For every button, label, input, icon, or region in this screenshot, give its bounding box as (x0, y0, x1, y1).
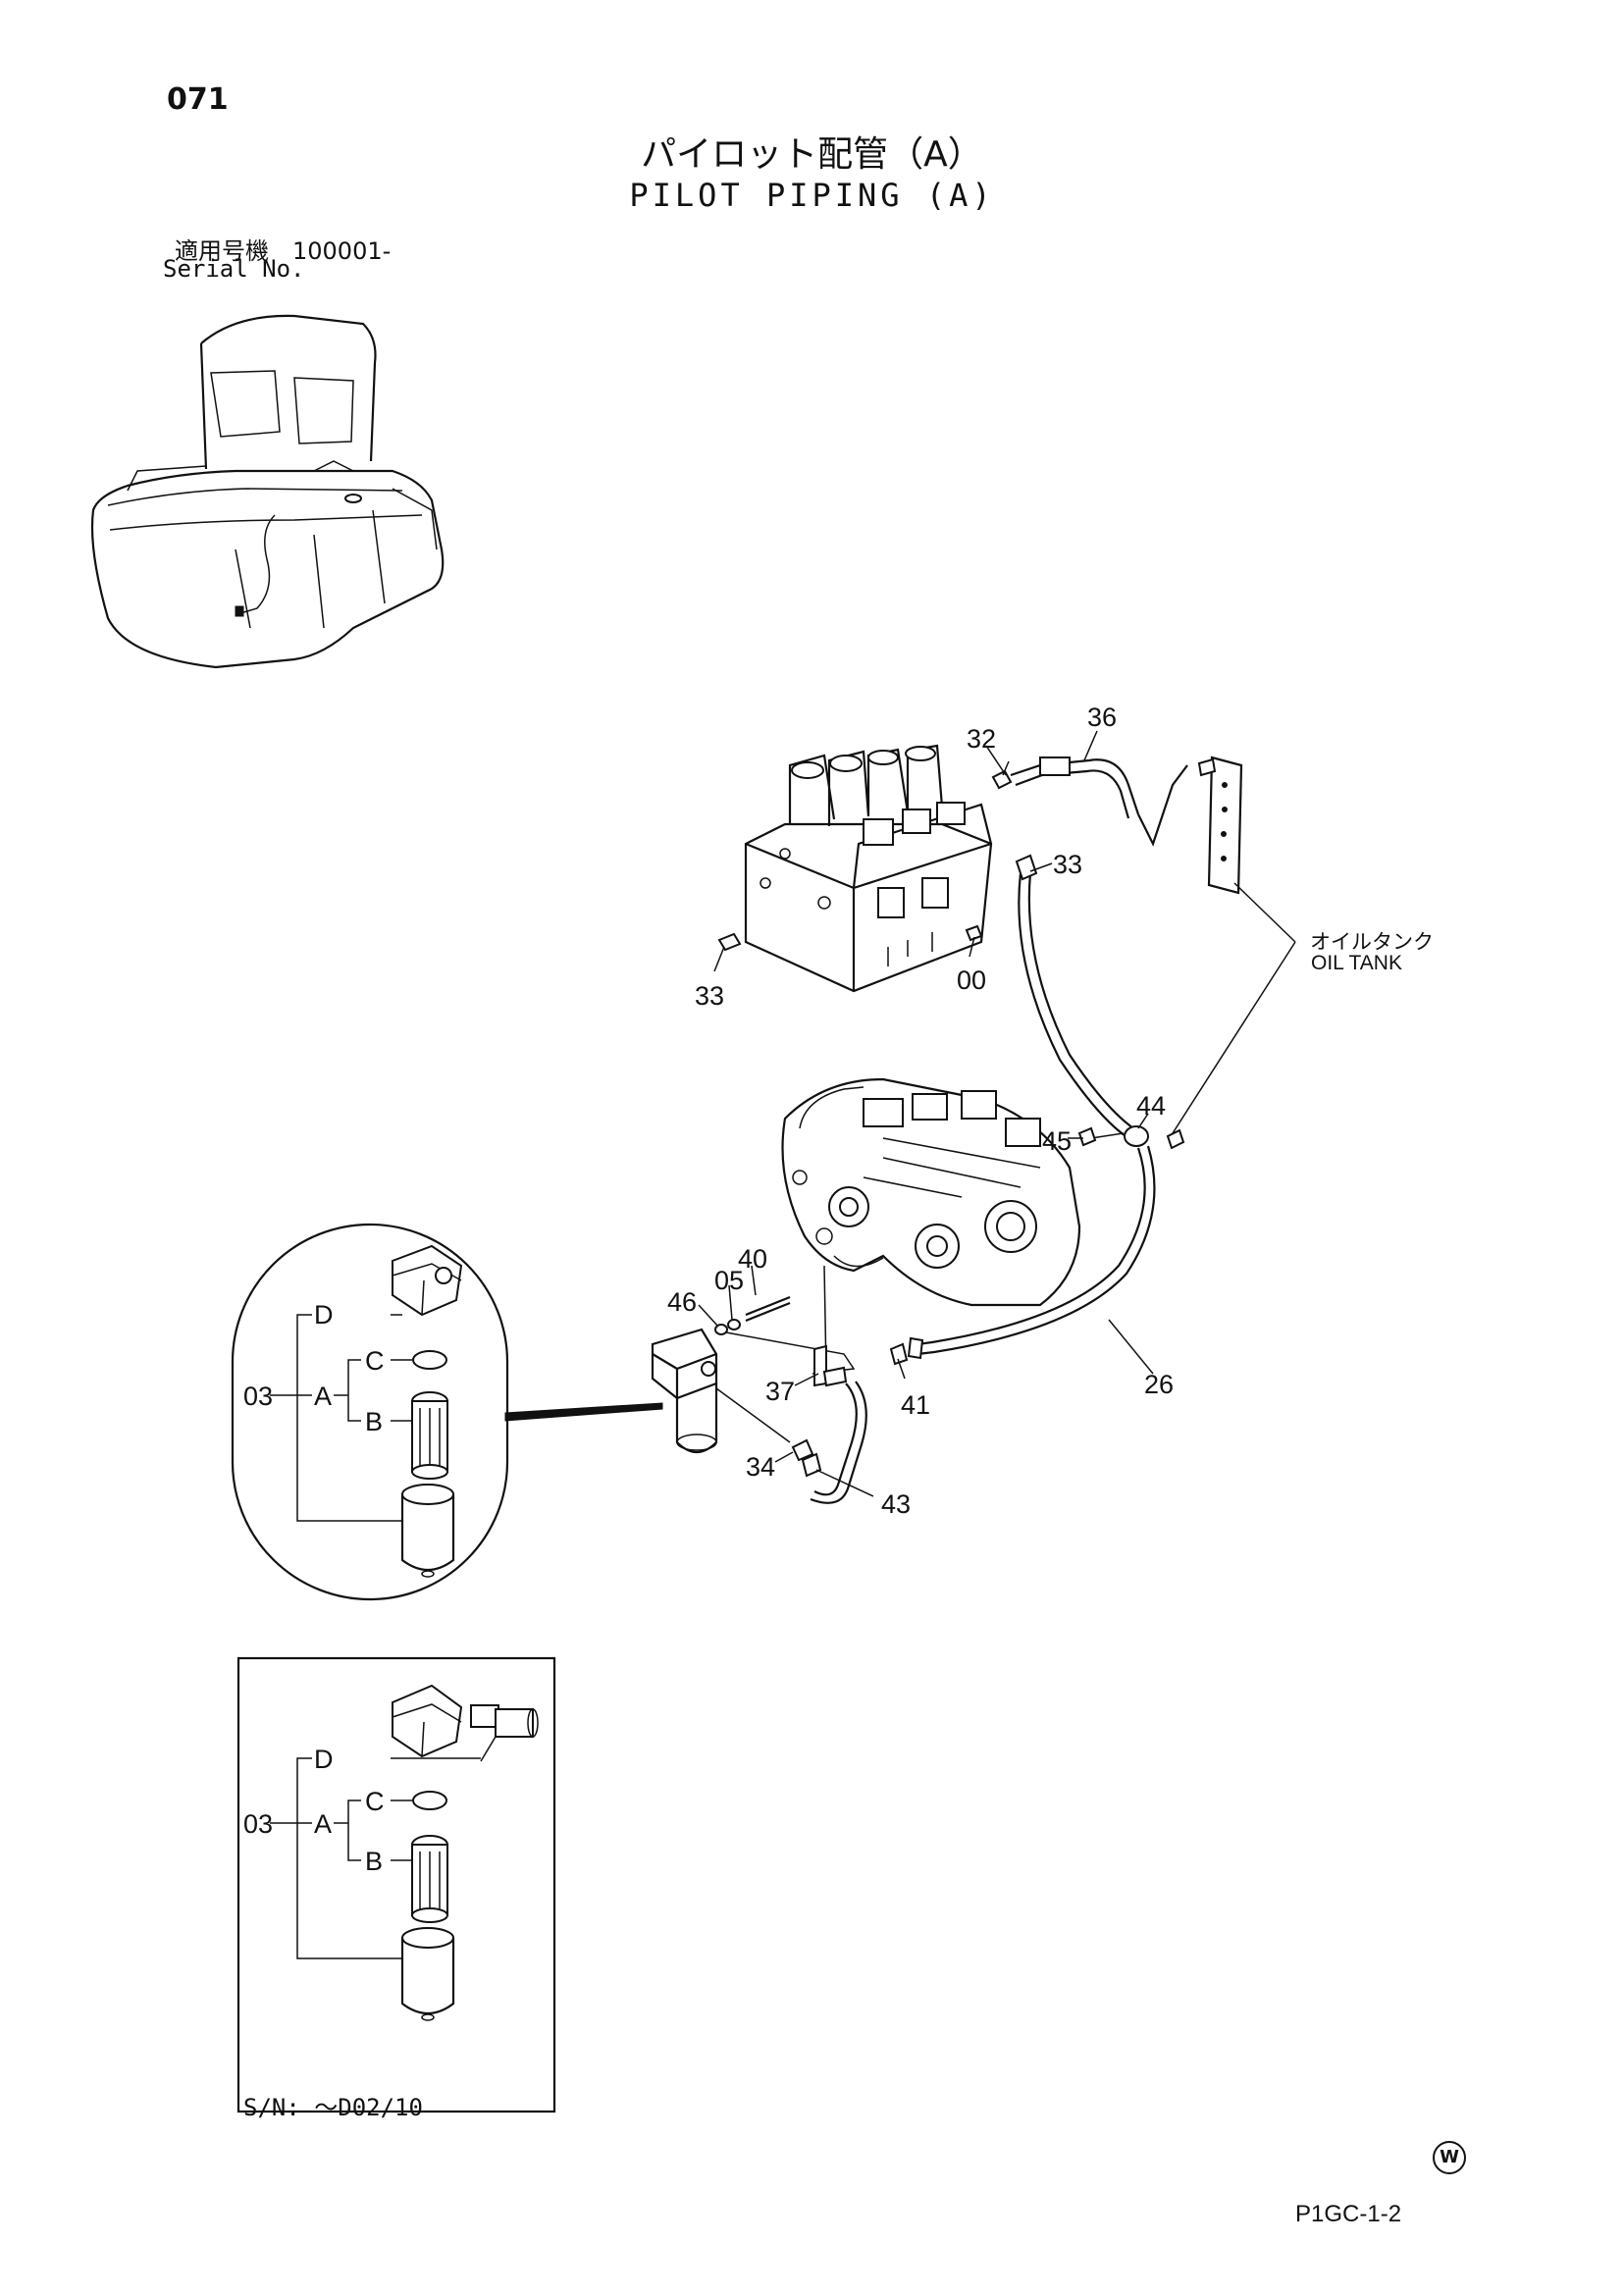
detail-circle-label-a: A (314, 1382, 333, 1411)
oil-tank-label-jp: オイルタンク (1310, 931, 1434, 954)
serial-label-jp: 適用号機 100001- (175, 237, 392, 265)
callout-44: 44 (1136, 1091, 1167, 1121)
callout-45: 45 (1042, 1126, 1073, 1156)
callout-43: 43 (881, 1489, 912, 1519)
callout-46: 46 (667, 1287, 698, 1317)
serial-label-en: Serial No. (163, 255, 305, 283)
excavator-locator-icon (90, 314, 445, 669)
leader-lines (698, 730, 1149, 1497)
callout-40: 40 (738, 1244, 768, 1274)
page-number: 071 (167, 82, 229, 117)
detail-box-part-03: 03 (243, 1809, 274, 1839)
callout-26: 26 (1144, 1370, 1175, 1399)
filter-detail-circle (231, 1223, 663, 1601)
callout-36: 36 (1087, 703, 1118, 732)
pump-drawing (781, 1077, 1081, 1375)
page-title-en: PILOT PIPING (A) (629, 177, 995, 214)
detail-circle-label-b: B (365, 1407, 384, 1436)
hose-26-drawing (889, 1145, 1156, 1375)
callout-41: 41 (901, 1390, 931, 1420)
filter-detail-box (236, 1656, 556, 2113)
hose-36-drawing (1010, 756, 1296, 1134)
detail-circle-label-c: C (365, 1346, 385, 1376)
detail-box-label-a: A (314, 1809, 333, 1839)
detail-circle-label-d: D (314, 1300, 334, 1330)
w-mark-icon: W (1433, 2141, 1466, 2174)
callout-34: 34 (746, 1452, 776, 1482)
serial-range-note: S/N: ～D02/10 (243, 2094, 423, 2121)
pilot-hose-drawing (1015, 854, 1185, 1150)
callout-32: 32 (967, 724, 997, 754)
page-title-jp: パイロット配管（A） (641, 134, 983, 175)
oil-tank-label-en: OIL TANK (1311, 952, 1402, 974)
callout-05: 05 (714, 1266, 745, 1295)
detail-circle-part-03: 03 (243, 1382, 274, 1411)
pilot-filter-drawing (651, 1295, 867, 1504)
callout-33-upper: 33 (1053, 850, 1083, 879)
drawing-code: P1GC-1-2 (1295, 2201, 1402, 2227)
detail-box-label-b: B (365, 1847, 384, 1876)
callout-37: 37 (765, 1377, 796, 1406)
callout-33-lower: 33 (695, 981, 725, 1011)
detail-box-label-d: D (314, 1745, 334, 1774)
callout-00: 00 (957, 965, 987, 995)
detail-box-label-c: C (365, 1787, 385, 1816)
control-valve-drawing (717, 744, 1013, 993)
